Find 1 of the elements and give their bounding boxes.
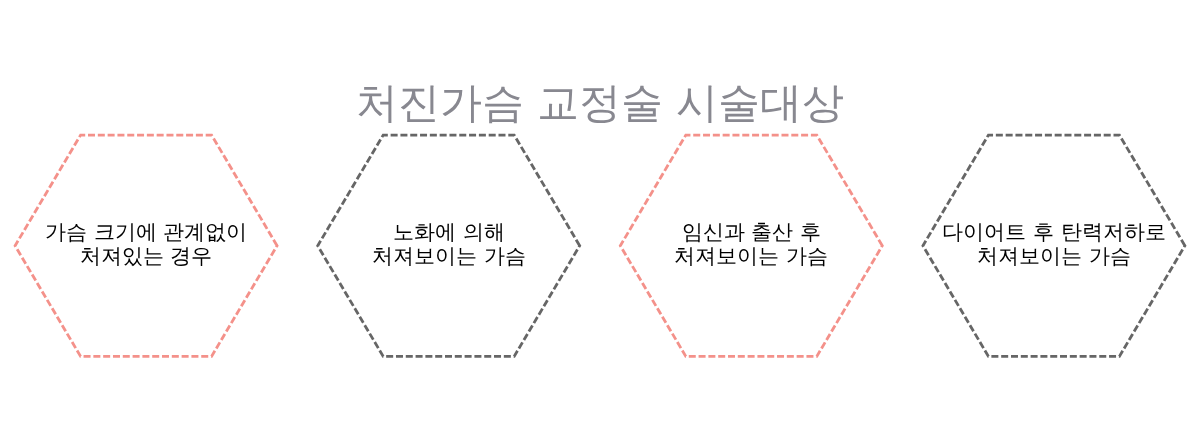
diagram-title: 처진가슴 교정술 시술대상 [355,77,845,127]
